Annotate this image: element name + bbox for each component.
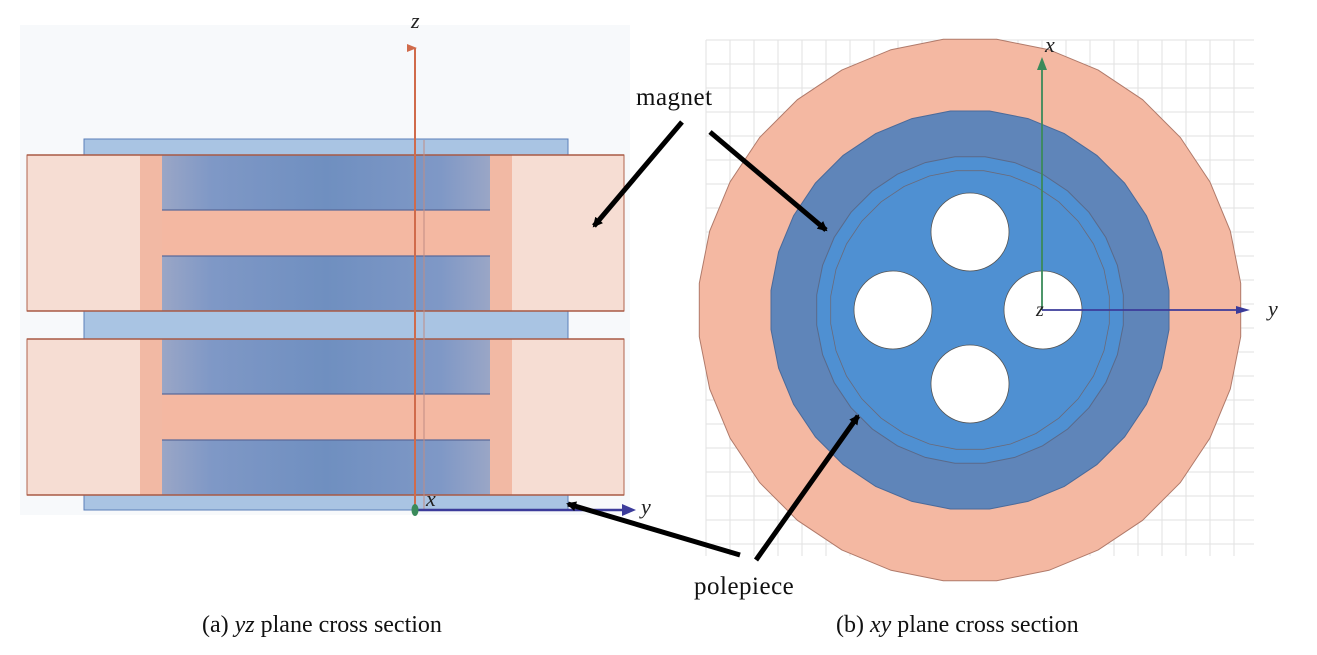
polepiece-band-middle: [83, 310, 569, 340]
magnet-block-upper: [26, 154, 625, 312]
magnet-label: magnet: [636, 84, 713, 111]
panel-a-yz-section: z x y: [20, 8, 651, 519]
polepiece-inner-outline: [830, 170, 1110, 450]
caption-a-plane: yz: [234, 612, 255, 638]
caption-b-plane: xy: [869, 612, 892, 638]
panel-b-x-arrowhead: [1037, 57, 1047, 70]
callout-arrow-icon: [592, 120, 684, 228]
caption-panel-b: (b) xy plane cross section: [836, 612, 1079, 639]
panel-a-y-arrowhead: [622, 504, 636, 516]
hole-top: [930, 192, 1010, 272]
panel-a-z-label: z: [410, 8, 420, 33]
panel-b-xy-section: x y z: [698, 32, 1278, 582]
callouts: magnet polepiece: [566, 84, 861, 600]
panel-b-x-label: x: [1044, 32, 1055, 57]
hole-bottom: [930, 344, 1010, 424]
panel-b-y-label: y: [1266, 296, 1278, 321]
hole-left: [853, 270, 933, 350]
polepiece-label: polepiece: [694, 573, 794, 600]
polepiece-band-bottom: [83, 493, 569, 511]
caption-panel-a: (a) yz plane cross section: [202, 612, 442, 639]
caption-b-suffix: plane cross section: [891, 612, 1079, 638]
panel-a-y-label: y: [639, 494, 651, 519]
callout-arrow-icon: [753, 414, 861, 562]
panel-a-origin: [411, 504, 419, 516]
callout-arrow-icon: [566, 501, 741, 558]
magnet-block-lower: [26, 338, 625, 496]
polepiece-inner-disk: [816, 156, 1124, 464]
panel-b-z-label: z: [1035, 299, 1044, 321]
caption-b-prefix: (b): [836, 612, 870, 638]
caption-a-suffix: plane cross section: [254, 612, 442, 638]
panel-b-y-arrowhead: [1236, 306, 1250, 314]
panel-a-x-label: x: [425, 486, 436, 511]
caption-a-prefix: (a): [202, 612, 235, 638]
callout-arrow-icon: [708, 130, 828, 232]
